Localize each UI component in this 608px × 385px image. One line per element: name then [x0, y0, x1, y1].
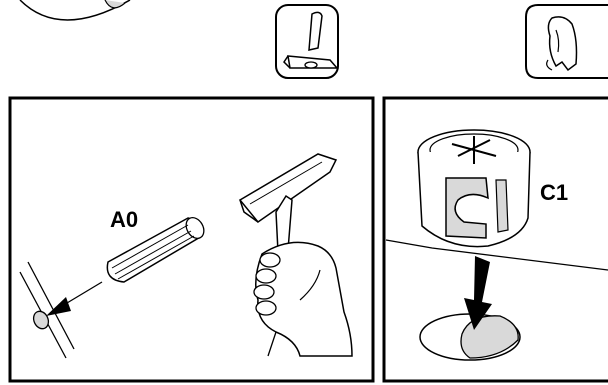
hammer-icon: [276, 5, 338, 78]
cam-lock-part: [418, 130, 530, 247]
hand-icon: [526, 5, 608, 78]
panel-cam-lock: C1: [384, 98, 608, 381]
partial-circle-diagram: [20, 0, 130, 20]
part-label-c1: C1: [540, 180, 568, 205]
panel-dowel-hammer: A0: [10, 98, 373, 381]
part-label-a0: A0: [110, 207, 138, 232]
